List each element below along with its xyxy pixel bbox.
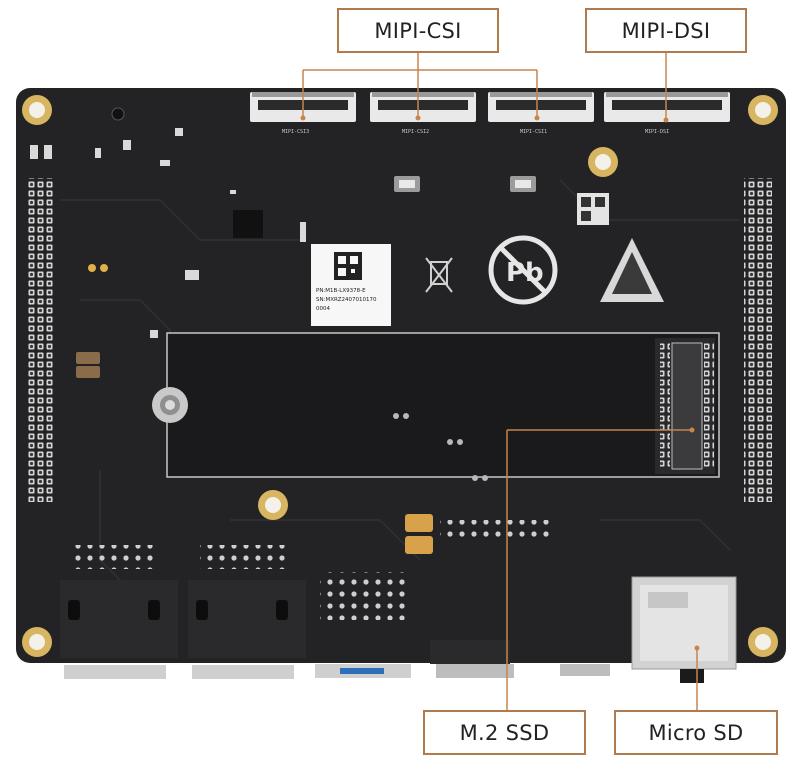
label-line-3: 0004 [316, 306, 330, 312]
svg-text:MIPI-DSI: MIPI-DSI [645, 129, 669, 135]
ethernet-ports [60, 580, 306, 679]
left-pin-header [26, 178, 54, 502]
mount-holes [22, 95, 778, 657]
label-line-1: PN:M1B-LX9378-E [316, 288, 366, 294]
mipi-dsi-callout: MIPI-DSI [585, 8, 747, 53]
weee-bin-icon [425, 257, 453, 293]
mipi-connectors [250, 92, 730, 122]
svg-text:MIPI-CSI2: MIPI-CSI2 [402, 129, 429, 135]
callout-lines [302, 53, 698, 710]
board-label-sticker: PN:M1B-LX9378-E SN:MXRZ2407010170 0004 [311, 244, 391, 326]
lead-free-icon: Pb [488, 235, 558, 305]
micro-sd-slot [631, 576, 737, 683]
label-line-2: SN:MXRZ2407010170 [316, 297, 377, 303]
right-pin-header [744, 178, 772, 502]
m2-ssd-slot [152, 332, 720, 481]
svg-text:Pb: Pb [506, 258, 544, 288]
mipi-csi-callout: MIPI-CSI [337, 8, 499, 53]
svg-text:MIPI-CSI1: MIPI-CSI1 [520, 129, 547, 135]
svg-text:MIPI-CSI3: MIPI-CSI3 [282, 129, 309, 135]
m2-ssd-callout: M.2 SSD [423, 710, 586, 755]
micro-sd-callout: Micro SD [614, 710, 778, 755]
esd-warning-icon [600, 238, 664, 302]
